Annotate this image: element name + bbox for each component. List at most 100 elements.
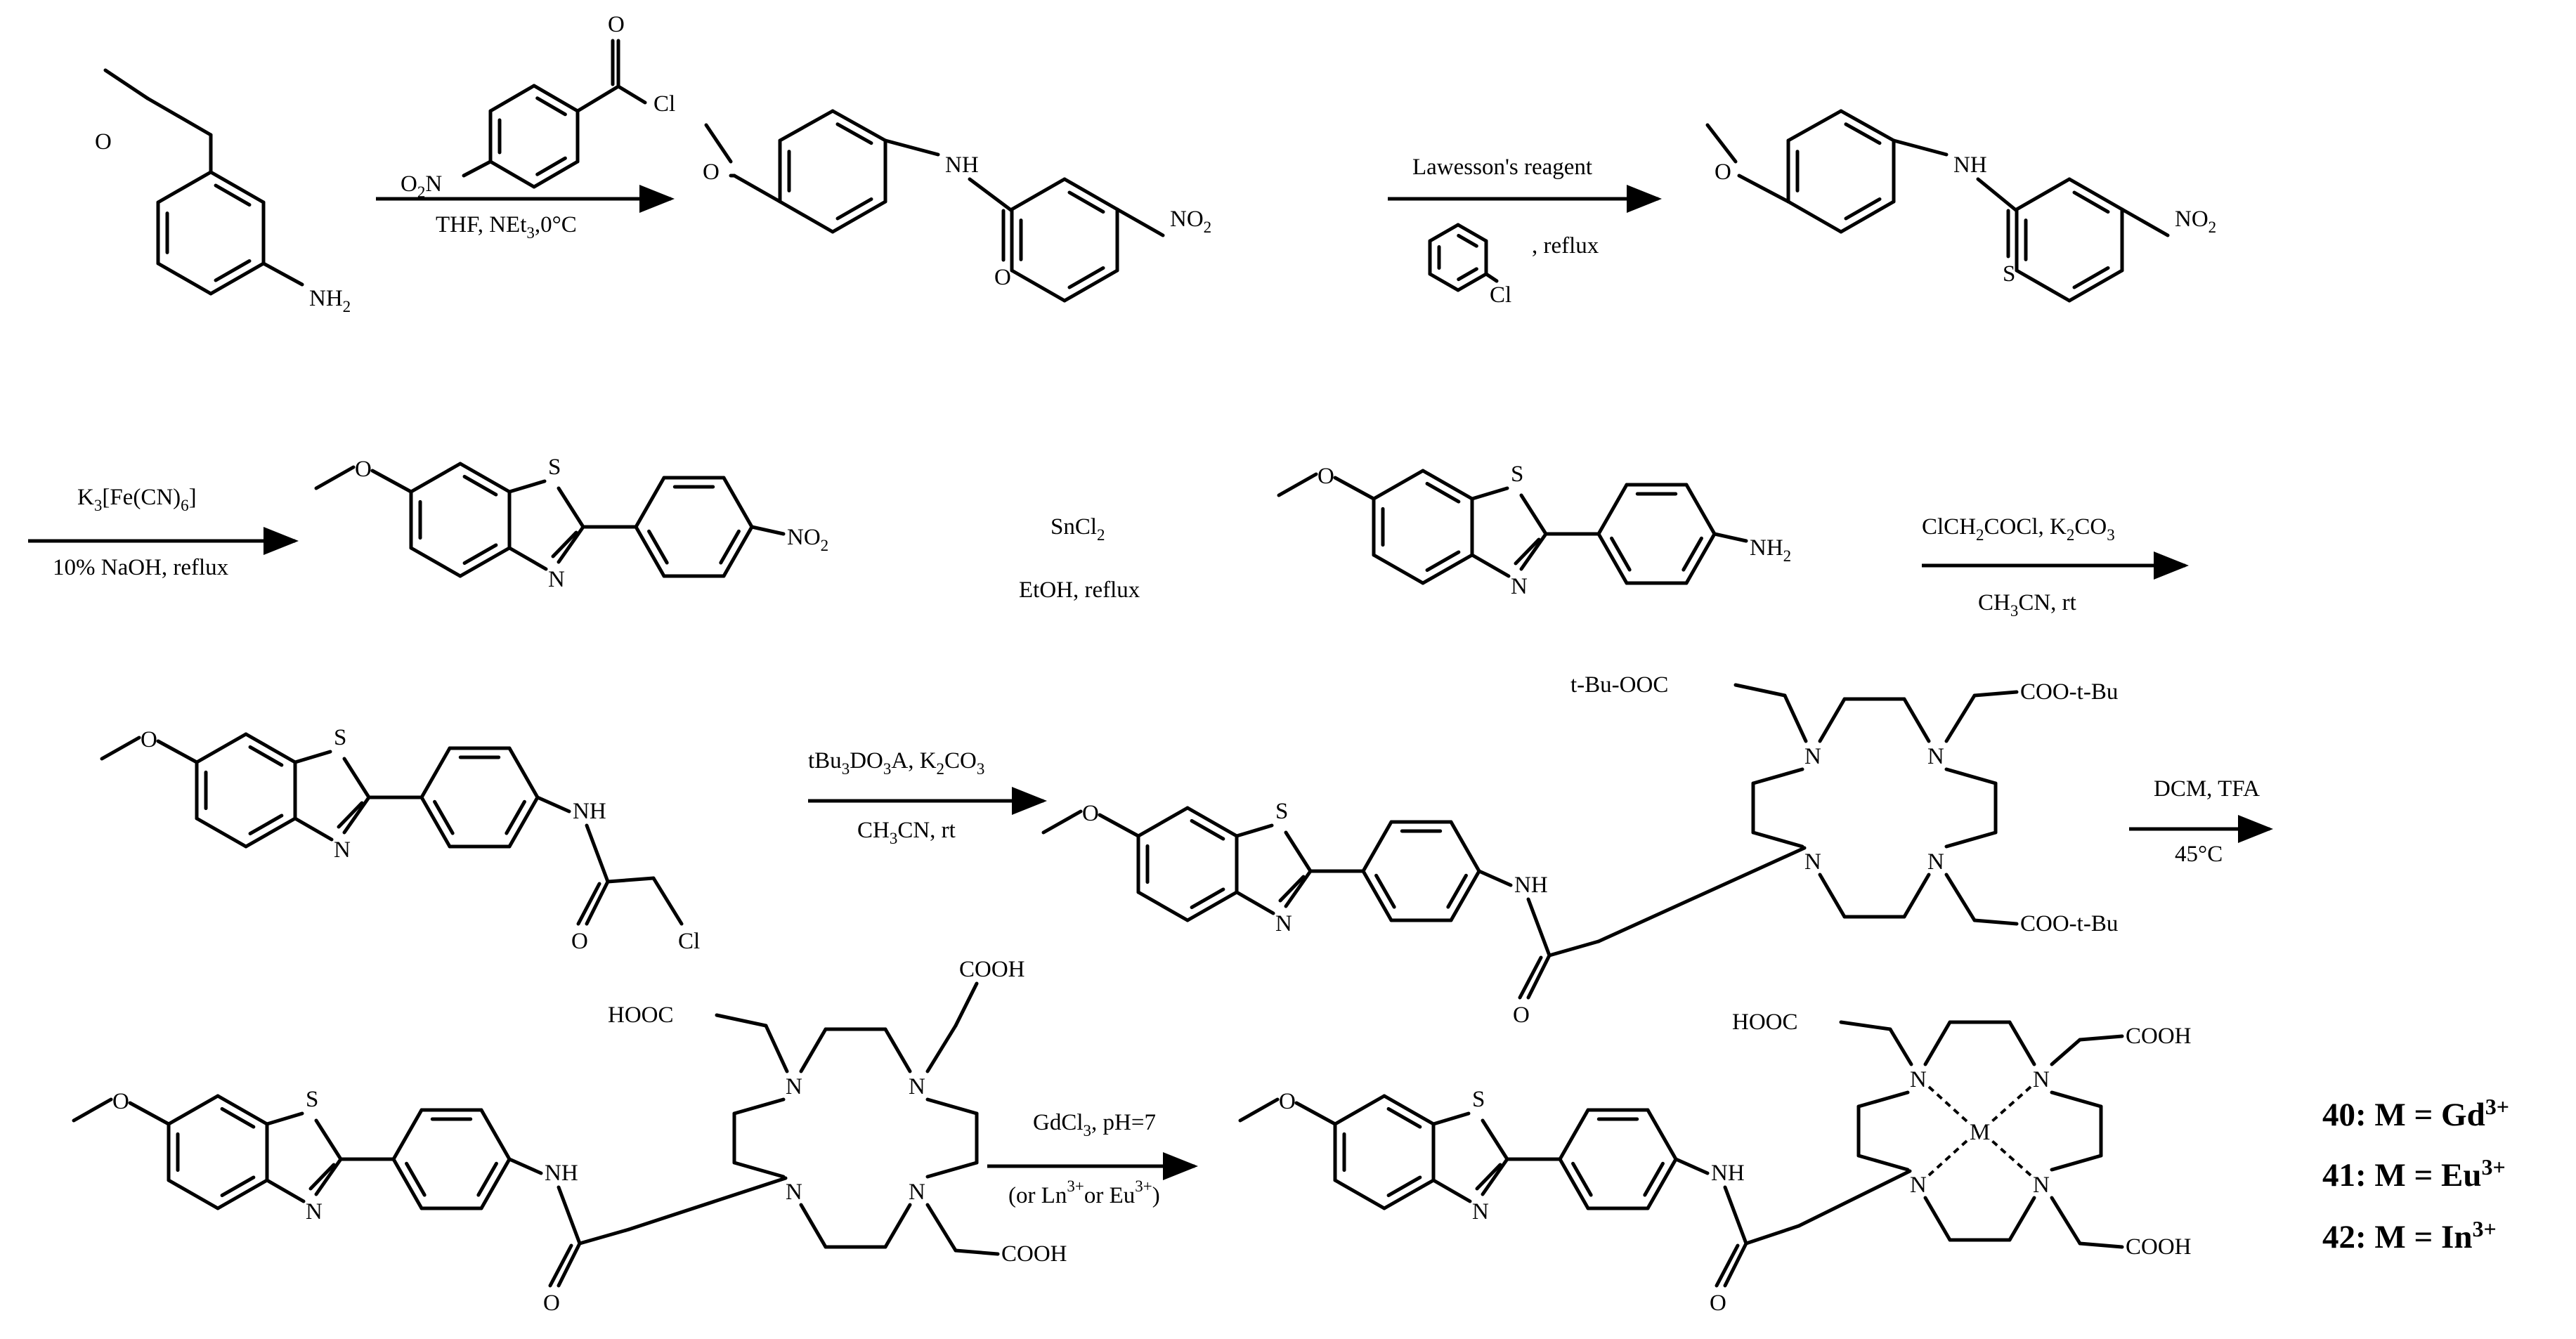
bond — [314, 1118, 343, 1161]
bond — [458, 462, 512, 494]
bond — [391, 1108, 424, 1161]
bond — [799, 1027, 828, 1073]
r1-conditions: THF, NEt3,0°C — [436, 212, 577, 242]
bond — [1136, 890, 1190, 922]
bond — [835, 122, 873, 145]
r4-conditions: EtOH, reflux — [1019, 577, 1140, 603]
carbonyl-o-label: O — [1513, 1002, 1530, 1028]
bond — [293, 816, 334, 842]
acid-arm-label: COOH — [2126, 1234, 2192, 1260]
bond — [167, 1178, 220, 1210]
bond — [1902, 873, 1931, 919]
bond — [1475, 1163, 1502, 1191]
bond — [557, 486, 585, 529]
bond — [557, 1185, 582, 1246]
compound-42-label: 42: M = In3+ — [2322, 1216, 2497, 1255]
bond — [308, 1163, 336, 1191]
bond — [195, 816, 248, 849]
bond — [1041, 809, 1083, 835]
coordination-bond — [1991, 1085, 2032, 1123]
bond — [1944, 767, 1998, 785]
bond — [1449, 820, 1481, 873]
bond — [209, 170, 266, 204]
carbonyl-o-label: O — [543, 1291, 560, 1316]
bond — [578, 1227, 631, 1246]
bond — [627, 1176, 788, 1232]
acid-arm-label: COOH — [1001, 1241, 1067, 1267]
nitro-label: NO2 — [1170, 207, 1211, 236]
compound-40-label: 40: M = Gd3+ — [2322, 1094, 2509, 1133]
bond — [1431, 1111, 1471, 1126]
bond — [778, 200, 835, 234]
bond — [1944, 830, 1998, 849]
bond — [925, 1097, 979, 1116]
bond — [585, 823, 610, 884]
bond — [1705, 123, 1738, 164]
bond — [634, 476, 666, 529]
reaction-conditions: THF, NEt3,0°C Lawesson's reagent , reflu… — [53, 155, 2260, 1208]
bond — [1067, 266, 1105, 289]
bond — [1923, 1196, 1952, 1242]
bond — [2008, 1020, 2036, 1066]
bond — [557, 525, 585, 564]
bond — [764, 1024, 789, 1073]
carbonyl-o-label: O — [1710, 1291, 1726, 1316]
bond — [1277, 472, 1318, 497]
bond — [145, 96, 213, 137]
bond — [248, 745, 284, 767]
bond — [1428, 272, 1460, 292]
amide-nh-label: NH — [545, 1161, 578, 1186]
bond — [1238, 1097, 1280, 1123]
bond — [2050, 1090, 2103, 1109]
bond — [1684, 532, 1717, 585]
bond — [704, 123, 733, 164]
r3-conditions: 10% NaOH, reflux — [53, 555, 229, 580]
nitrogen-label: N — [548, 567, 565, 592]
bond — [1923, 1020, 1952, 1066]
bond — [1361, 820, 1393, 873]
macrocycle-nitrogen-n1: N — [1910, 1067, 1927, 1092]
bond — [715, 1013, 768, 1028]
bond — [1470, 486, 1509, 501]
bond — [1185, 890, 1239, 922]
bond — [1610, 536, 1632, 572]
nitrogen-label: N — [1511, 574, 1528, 599]
bond — [265, 1111, 304, 1126]
bond — [1892, 138, 1949, 157]
bond — [831, 200, 887, 234]
bond — [1839, 200, 1896, 234]
bond — [419, 746, 452, 799]
coordination-bond — [1927, 1139, 1968, 1177]
bond — [462, 474, 498, 497]
bond — [722, 476, 754, 529]
bond — [1571, 1161, 1593, 1197]
bond — [925, 1024, 958, 1073]
bond — [1333, 1094, 1386, 1126]
bond — [535, 96, 567, 117]
carbonyl-o-label: O — [994, 265, 1011, 290]
chlorine-label: Cl — [678, 929, 700, 954]
r7-conditions: 45°C — [2175, 842, 2223, 867]
bond — [1712, 532, 1748, 543]
compound-41-label: 41: M = Eu3+ — [2322, 1154, 2506, 1194]
amide-nh-label: NH — [1711, 1161, 1745, 1186]
r4-reagent: SnCl2 — [1050, 514, 1105, 544]
bond — [265, 1178, 306, 1203]
bond — [1596, 532, 1629, 585]
bond — [954, 981, 979, 1028]
bond — [507, 479, 547, 494]
macrocycle-nitrogen-n1: N — [786, 1074, 802, 1099]
bond — [1526, 953, 1552, 1000]
bond — [1646, 1157, 1678, 1210]
bond — [1098, 813, 1140, 838]
bond — [2050, 1038, 2082, 1066]
nitro-label: NO2 — [787, 525, 828, 554]
bond — [1477, 869, 1513, 887]
bond — [1284, 830, 1313, 873]
bond — [1115, 207, 1165, 237]
bond — [1067, 190, 1105, 214]
bond — [488, 84, 536, 113]
bond — [476, 1161, 498, 1197]
bond — [1425, 550, 1461, 573]
